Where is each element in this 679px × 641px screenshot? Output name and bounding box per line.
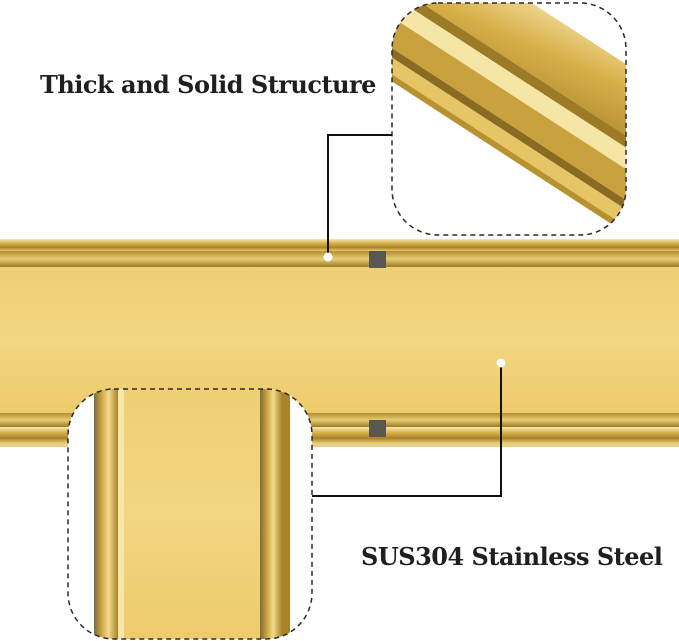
- material-label: SUS304 Stainless Steel: [361, 542, 663, 571]
- callout-line-material: [312, 358, 506, 497]
- callout-line-structure: [323, 134, 392, 262]
- zoom-callout-bottom: [67, 388, 313, 640]
- structure-label: Thick and Solid Structure: [40, 70, 376, 99]
- top-bracket: [369, 251, 386, 268]
- zoom-callout-top: [391, 2, 627, 236]
- drain-body: [0, 239, 679, 447]
- bottom-bracket: [369, 420, 386, 437]
